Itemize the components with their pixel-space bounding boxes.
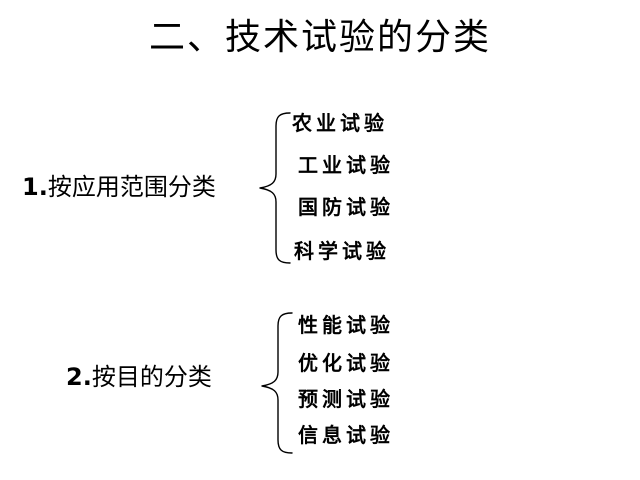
- group-1-brace: [259, 112, 291, 264]
- group-1-label: 1.按应用范围分类: [22, 172, 216, 202]
- group-2-item-4: 信息试验: [298, 423, 394, 447]
- group-2-text: 按目的分类: [91, 363, 212, 391]
- page-title: 二、技术试验的分类: [148, 17, 491, 58]
- group-1-text: 按应用范围分类: [47, 173, 216, 201]
- group-2-item-3: 预测试验: [298, 387, 394, 411]
- group-2-brace: [261, 312, 293, 454]
- group-1-item-3: 国防试验: [298, 195, 394, 219]
- group-2-item-2: 优化试验: [298, 351, 394, 375]
- group-2-number: 2.: [66, 363, 92, 391]
- group-2-label: 2.按目的分类: [66, 362, 212, 392]
- group-1-item-4: 科学试验: [294, 239, 390, 263]
- group-1-number: 1.: [22, 173, 48, 201]
- group-2-item-1: 性能试验: [298, 313, 394, 337]
- group-1-item-2: 工业试验: [298, 153, 394, 177]
- group-1-item-1: 农业试验: [292, 111, 388, 135]
